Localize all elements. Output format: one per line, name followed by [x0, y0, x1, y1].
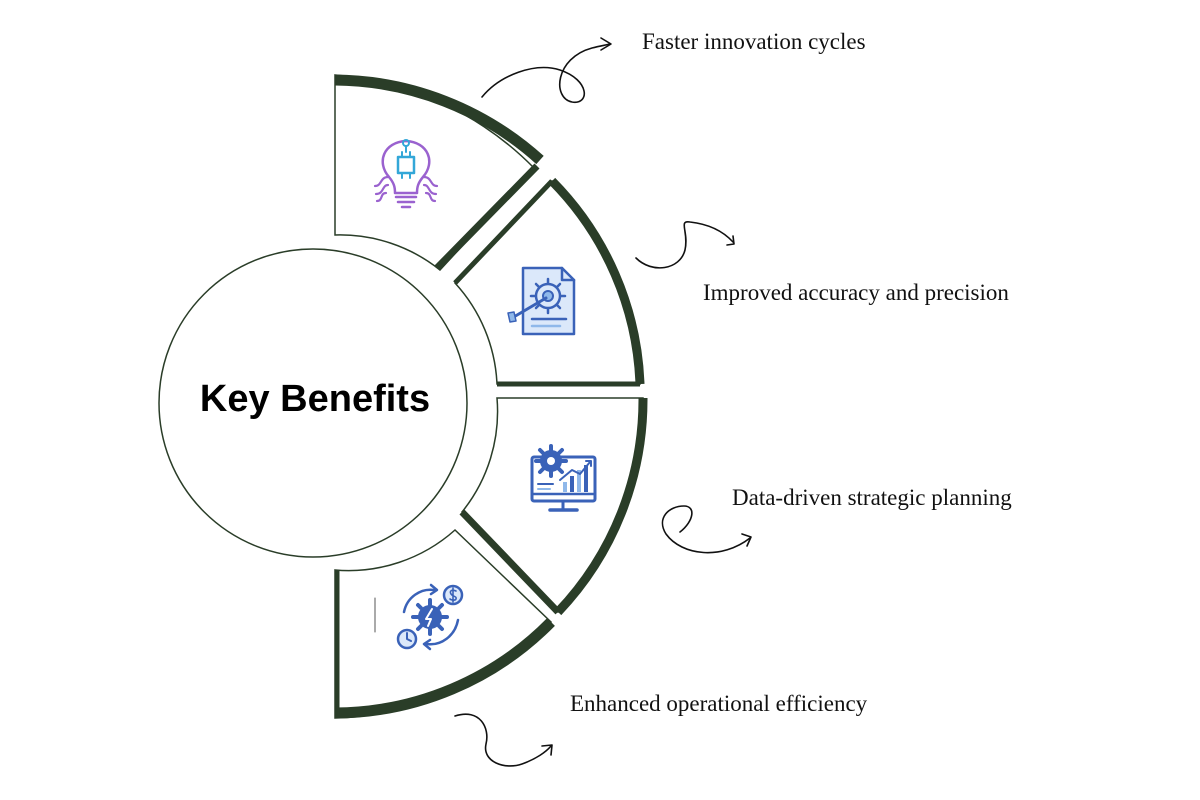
benefit-label-planning: Data-driven strategic planning — [732, 485, 1012, 510]
center-title: Key Benefits — [199, 378, 431, 420]
segment-planning-rim — [554, 397, 648, 616]
benefit-label-accuracy: Improved accuracy and precision — [703, 280, 1009, 305]
benefit-label-efficiency: Enhanced operational efficiency — [570, 691, 868, 716]
gear-cycle-dollar-icon — [374, 583, 464, 651]
segment-accuracy-rim — [548, 177, 645, 385]
segment-efficiency — [334, 528, 555, 719]
lightbulb-chip-icon — [373, 139, 439, 209]
arrow-to-data-driven — [661, 505, 752, 554]
segment-planning-divider — [459, 509, 561, 615]
segment-innovation-rim — [334, 74, 544, 165]
segment-efficiency-rim — [334, 618, 555, 719]
arrow-to-improved-accuracy — [635, 221, 735, 269]
monitor-chart-gear-icon — [530, 444, 597, 512]
center-circle — [158, 248, 468, 558]
segment-innovation — [334, 74, 544, 272]
arrow-to-enhanced-efficiency — [454, 713, 553, 767]
benefit-label-innovation: Faster innovation cycles — [642, 29, 866, 54]
arrow-to-faster-innovation — [481, 37, 612, 103]
segment-accuracy-divider — [453, 179, 554, 285]
segment-innovation-divider — [434, 163, 540, 271]
document-target-icon — [507, 266, 576, 336]
segment-planning — [459, 397, 648, 616]
